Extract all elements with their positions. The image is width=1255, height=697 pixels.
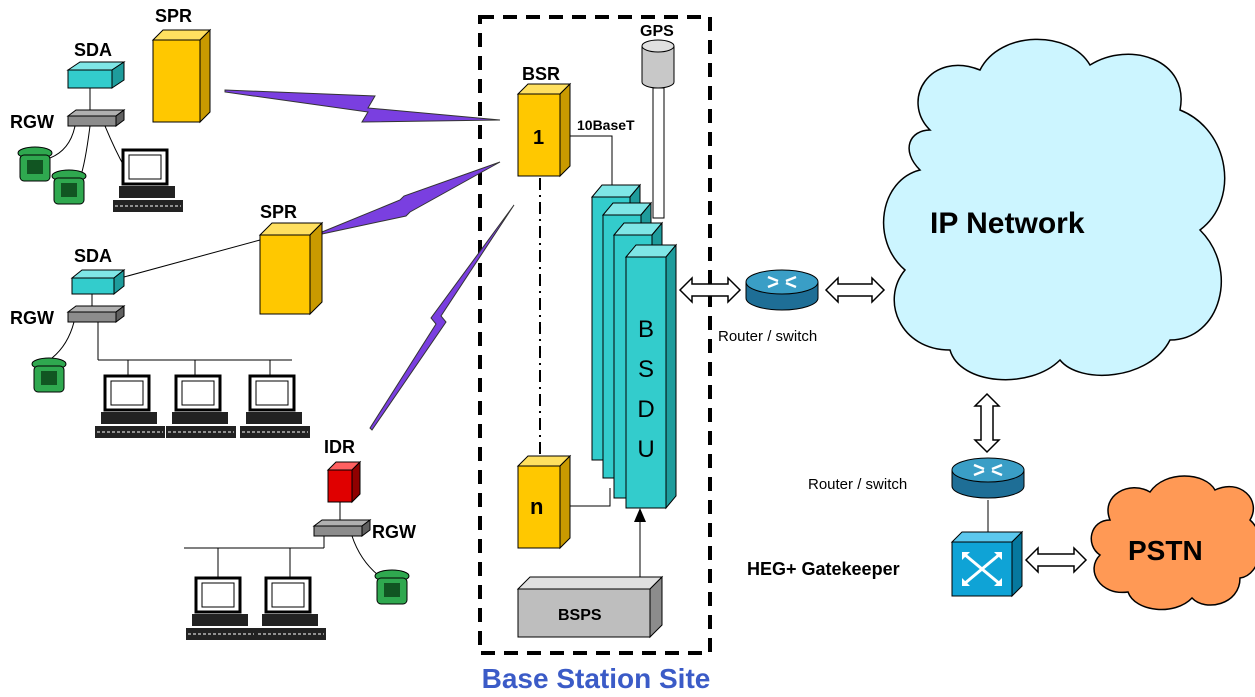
spr-top-label: SPR [155,6,192,26]
phone-icon [374,569,410,605]
spr-middle-label: SPR [260,202,297,222]
computer-icon [240,374,310,438]
phone-icon [51,169,87,205]
idr-unit [326,460,362,504]
computer-icon [113,148,183,212]
gps-antenna [641,39,675,219]
site-caption: Base Station Site [482,663,711,694]
ip-network-cloud [882,38,1226,381]
rgw-bottom-label: RGW [372,522,416,542]
radio-link-top [224,89,501,123]
bsdu-stack [590,183,678,510]
bsdu-letter-d: D [637,396,654,423]
computer-icon [256,576,326,640]
spr-middle [258,221,324,316]
router-icon [951,457,1025,499]
bsr-unit-1-label: 1 [533,127,544,149]
rgw-bottom [312,519,372,537]
sda-middle-label: SDA [74,246,112,266]
double-arrow-icon [824,276,886,304]
rgw-middle-label: RGW [10,308,54,328]
gatekeeper-label: HEG+ Gatekeeper [747,559,900,579]
radio-links [224,89,515,431]
bsr-unit-n-label: n [530,494,543,519]
double-arrow-icon [973,392,1001,454]
bsdu-letter-s: S [638,356,654,383]
router-1-label: Router / switch [718,328,817,345]
base-station-boundary [478,15,712,655]
computer-icon [166,374,236,438]
bsps-unit [516,575,664,639]
router-2-label: Router / switch [808,476,907,493]
bsr-unit-n [516,454,572,550]
sda-top [66,61,126,89]
pstn-cloud [1090,475,1255,611]
gps-label: GPS [640,23,674,40]
bsr-unit-1 [516,82,572,178]
sda-top-label: SDA [74,40,112,60]
bsdu-letter-b: B [638,316,654,343]
double-arrow-icon [678,276,742,304]
bsr-label: BSR [522,64,560,84]
computer-icon [186,576,256,640]
phone-icon [17,146,53,182]
base-t-label: 10BaseT [577,117,635,133]
phone-icon [31,357,67,393]
radio-link-middle [321,161,501,235]
rgw-top-label: RGW [10,112,54,132]
rgw-middle [66,305,126,323]
pstn-label: PSTN [1128,535,1203,566]
ip-network-label: IP Network [930,207,1085,240]
router-icon [745,269,819,311]
rgw-top [66,109,126,127]
bsps-label: BSPS [558,607,602,624]
idr-label: IDR [324,437,355,457]
spr-top [151,28,212,124]
switch-icon [950,530,1024,598]
radio-link-bottom [369,204,515,431]
bsdu-letter-u: U [637,436,654,463]
sda-middle [70,268,126,296]
double-arrow-icon [1024,546,1088,574]
computer-icon [95,374,165,438]
